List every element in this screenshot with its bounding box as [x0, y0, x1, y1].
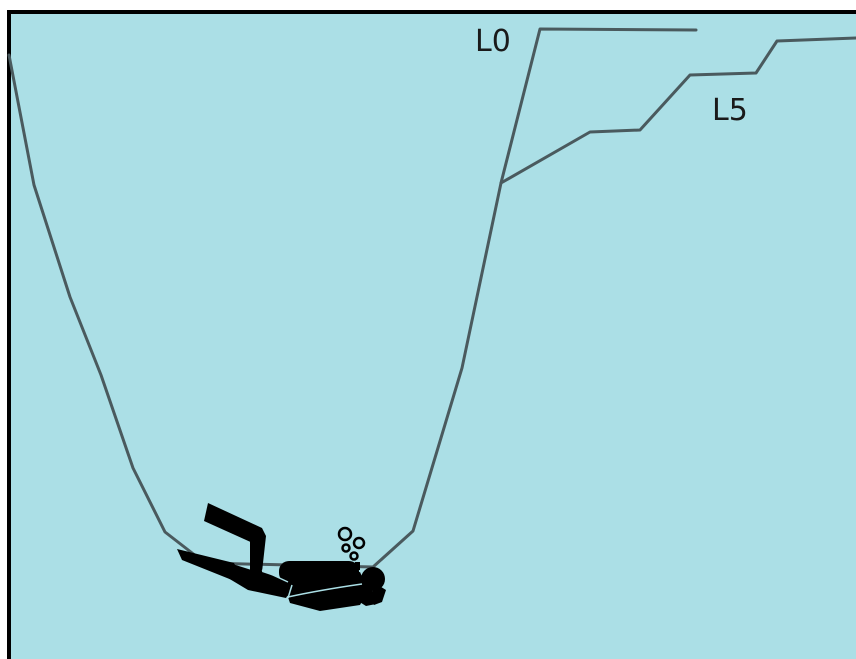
diver-suit-lines [261, 569, 363, 599]
label-l0: L0 [475, 24, 511, 59]
label-l5: L5 [712, 93, 748, 128]
profile-line-l5 [499, 36, 856, 185]
scuba-diver-icon [177, 503, 386, 611]
bubbles-icon [337, 526, 366, 561]
water-background [7, 10, 856, 659]
